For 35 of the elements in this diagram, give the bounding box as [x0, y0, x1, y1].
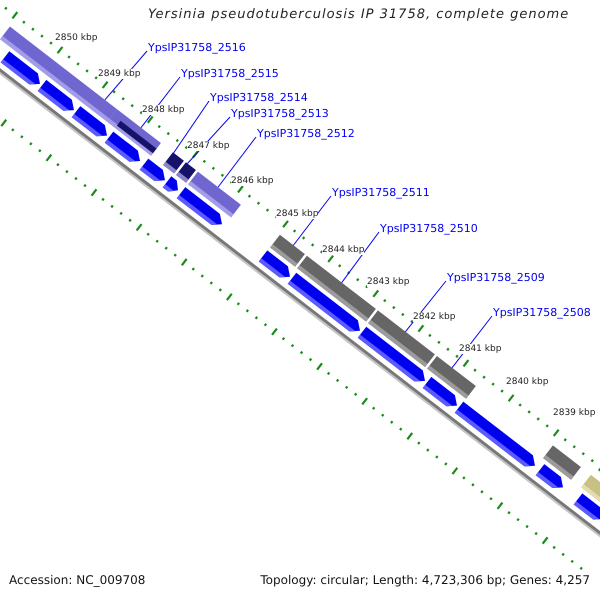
leader-line	[292, 196, 332, 246]
gene-label: YpsIP31758_2516	[148, 42, 246, 55]
scale-label: 2842 kbp	[413, 312, 456, 322]
gene-feature-bar	[163, 152, 184, 174]
gene-label: YpsIP31758_2511	[332, 187, 430, 200]
gene-label: YpsIP31758_2508	[493, 307, 591, 320]
map-title: Yersinia pseudotuberculosis IP 31758, complete genome	[148, 8, 570, 23]
gene-feature-block	[454, 402, 535, 466]
scale-label: 2847 kbp	[187, 141, 230, 152]
leader-line	[218, 136, 256, 188]
scale-label: 2841 kbp	[459, 344, 502, 354]
leader-line	[173, 100, 210, 154]
gene-label: YpsIP31758_2509	[447, 272, 545, 285]
gene-label: YpsIP31758_2515	[181, 68, 279, 81]
gene-feature-block	[162, 176, 178, 192]
gene-feature-bar	[427, 356, 476, 399]
scale-label: 2845 kbp	[276, 209, 318, 220]
scale-label: 2840 kbp	[506, 377, 548, 388]
scale-label: 2849 kbp	[98, 69, 140, 80]
scale-label: 2844 kbp	[322, 245, 364, 256]
scale-label: 2846 kbp	[231, 176, 274, 186]
gene-feature-bar	[270, 234, 305, 267]
scale-label: 2843 kbp	[367, 277, 410, 288]
scale-label: 2848 kbp	[142, 105, 184, 116]
gene-label: YpsIP31758_2513	[231, 108, 329, 121]
scale-label: 2839 kbp	[553, 408, 596, 418]
accession-label: Accession: NC_009708	[9, 574, 146, 588]
gene-label: YpsIP31758_2512	[257, 128, 355, 141]
genome-info-label: Topology: circular; Length: 4,723,306 bp; Genes: 4,257	[260, 574, 590, 588]
leader-line	[341, 232, 380, 284]
gene-label: YpsIP31758_2514	[210, 92, 308, 105]
gene-label: YpsIP31758_2510	[380, 223, 478, 236]
gene-feature-block	[140, 158, 165, 181]
gene-feature-bar	[543, 445, 581, 480]
scale-label: 2850 kbp	[55, 33, 98, 44]
